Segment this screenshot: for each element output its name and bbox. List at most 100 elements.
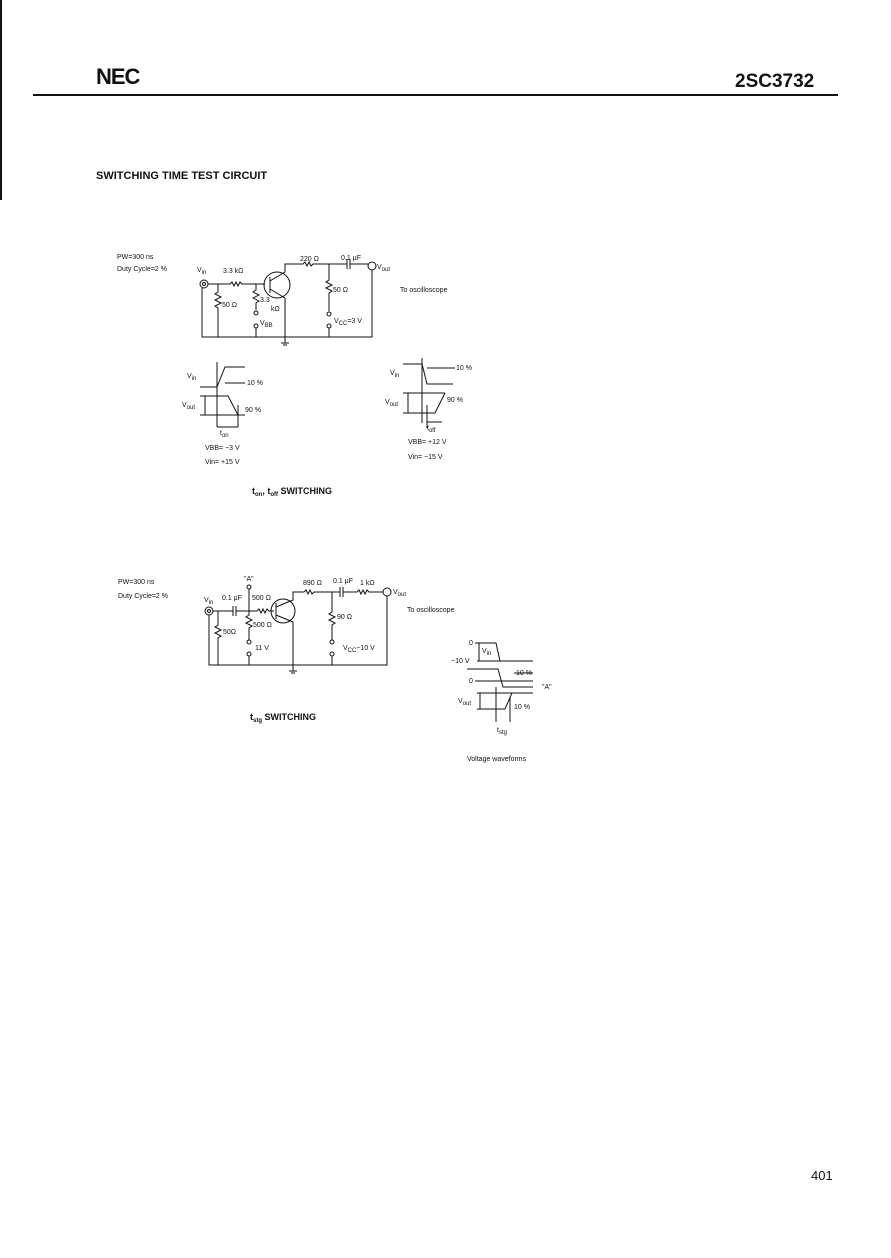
pulse-width: PW=300 ns xyxy=(118,579,155,586)
sub2: off xyxy=(270,492,279,498)
load-resistor-label: 50 Ω xyxy=(333,287,348,294)
wave-zero-1: 0 xyxy=(469,640,473,647)
sub: on xyxy=(255,492,263,498)
waveform-caption: Voltage waveforms xyxy=(467,756,527,763)
sub: stg xyxy=(253,718,262,724)
waveform-tstg xyxy=(467,642,533,722)
oscilloscope-label: To oscilloscope xyxy=(407,607,455,614)
sub: out xyxy=(381,267,391,273)
ton-10pct: 10 % xyxy=(247,380,263,387)
toff-label: toff xyxy=(427,425,436,434)
bias-voltage-label: 11 V xyxy=(255,645,269,652)
v: V xyxy=(187,373,192,380)
vcc-label: VCC−10 V xyxy=(343,645,375,654)
sub: BB xyxy=(264,323,273,329)
wave-neg10: −10 V xyxy=(451,658,470,665)
sub: in xyxy=(201,270,207,276)
v: V xyxy=(390,370,395,377)
load-resistor-label: 90 Ω xyxy=(337,614,352,621)
circuit1-schematic xyxy=(199,259,377,346)
sub: on xyxy=(221,433,229,439)
toff-vin-label: Vin xyxy=(390,370,399,379)
t: t xyxy=(250,712,253,722)
v: V xyxy=(197,267,202,274)
toff-90pct: 90 % xyxy=(447,397,463,404)
rest: SWITCHING xyxy=(262,712,317,722)
coupling-cap-label: 0.1 μF xyxy=(341,255,361,262)
sub: in xyxy=(191,376,197,382)
toff-10pct: 10 % xyxy=(456,365,472,372)
duty-cycle: Duty Cycle=2 % xyxy=(118,593,168,600)
ton-90pct: 90 % xyxy=(245,407,261,414)
v: V xyxy=(182,402,187,409)
rest: SWITCHING xyxy=(278,486,333,496)
wave-node-a: "A" xyxy=(542,684,552,691)
pulse-width: PW=300 ns xyxy=(117,254,154,261)
node-a-label: "A" xyxy=(244,576,254,583)
v: V xyxy=(260,320,265,327)
sub: in xyxy=(208,600,214,606)
sub: out xyxy=(186,405,196,411)
input-cap-label: 0.1 μF xyxy=(222,595,242,602)
ton-vin-label: Vin xyxy=(187,373,196,382)
input-resistor-label: 50 Ω xyxy=(222,302,237,309)
sub: in xyxy=(394,373,400,379)
header-rule xyxy=(33,94,838,96)
toff-vout-label: Vout xyxy=(385,399,398,408)
v: V xyxy=(482,648,487,655)
toff-cond-vbb: VBB= +12 V xyxy=(408,439,447,446)
circuit2-schematic xyxy=(204,584,392,674)
toff-cond-vin: Vin= −15 V xyxy=(408,454,443,461)
ton-cond-vbb: VBB= −3 V xyxy=(205,445,240,452)
v: V xyxy=(385,399,390,406)
oscilloscope-label: To oscilloscope xyxy=(400,287,448,294)
input-resistor-label: 50Ω xyxy=(223,629,237,636)
vout-label: Vout xyxy=(377,264,390,273)
wave-zero-2: 0 xyxy=(469,678,473,685)
vbb-label: VBB xyxy=(260,320,273,329)
wave-10pct-a: 10 % xyxy=(516,670,532,677)
bias-resistor-label: 500 Ω xyxy=(253,622,272,629)
collector-resistor-label: 890 Ω xyxy=(303,580,322,587)
t: t xyxy=(252,486,255,496)
left-margin-bar xyxy=(0,0,2,200)
sub: out xyxy=(397,592,407,598)
vin-label: Vin xyxy=(204,597,213,606)
ton-cond-vin: Vin= +15 V xyxy=(205,459,240,466)
bias-resistor-label: 3.3 xyxy=(260,297,270,304)
v: V xyxy=(393,589,398,596)
v: V xyxy=(204,597,209,604)
brand-logo: NEC xyxy=(96,64,140,89)
wave-vout-label: Vout xyxy=(458,698,471,707)
v: t xyxy=(427,425,429,432)
sub: out xyxy=(462,701,472,707)
tail: −10 V xyxy=(356,645,375,652)
page-number: 401 xyxy=(811,1168,833,1183)
v: V xyxy=(343,645,348,652)
waveform-ton xyxy=(200,362,245,428)
tstg-label: tstg xyxy=(497,727,507,736)
bias-resistor-unit: kΩ xyxy=(271,306,280,313)
output-cap-label: 0.1 μF xyxy=(333,578,353,585)
v: t xyxy=(497,727,499,734)
ton-vout-label: Vout xyxy=(182,402,195,411)
sub: out xyxy=(389,402,399,408)
tail: =3 V xyxy=(347,318,362,325)
sub: CC xyxy=(347,648,357,654)
waveform-toff xyxy=(403,358,455,428)
v: V xyxy=(334,318,339,325)
vin-label: Vin xyxy=(197,267,206,276)
v: t xyxy=(220,430,222,437)
v: V xyxy=(458,698,463,705)
sub: in xyxy=(486,651,492,657)
base-resistor-label: 500 Ω xyxy=(252,595,271,602)
vcc-label: VCC=3 V xyxy=(334,318,362,327)
circuit1-caption: ton, toff SWITCHING xyxy=(252,486,333,499)
section-title: SWITCHING TIME TEST CIRCUIT xyxy=(96,170,268,182)
circuit2-caption: tstg SWITCHING xyxy=(250,712,317,725)
sub: CC xyxy=(338,321,348,327)
wave-10pct-b: 10 % xyxy=(514,704,530,711)
base-resistor-label: 3.3 kΩ xyxy=(223,268,244,275)
wave-vin-label: Vin xyxy=(482,648,491,657)
